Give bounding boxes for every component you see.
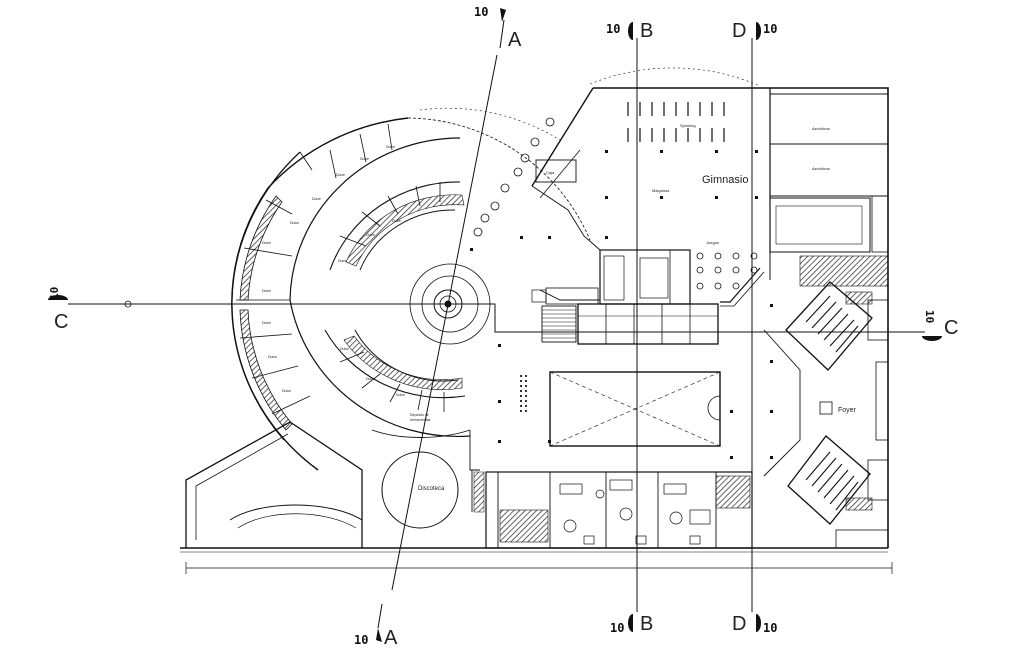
section-marker-d-bottom: D 10: [732, 613, 777, 635]
section-b-bottom-letter: B: [640, 613, 653, 635]
svg-text:Dulce: Dulce: [338, 259, 347, 263]
south-offices: [180, 470, 893, 574]
room-label-aerobicos-1: Aeróbicos: [812, 126, 830, 131]
section-arrow-icon: [628, 22, 633, 40]
section-d-bottom-letter: D: [732, 613, 746, 635]
circular-wing: [185, 107, 591, 548]
svg-text:Dulce: Dulce: [366, 233, 375, 237]
room-label-caja: Caja: [546, 170, 555, 175]
section-line-a: [391, 54, 498, 591]
section-d-top-number: 10: [763, 22, 777, 36]
svg-text:Dulce: Dulce: [268, 355, 277, 359]
section-b-top-number: 10: [606, 22, 620, 36]
section-line-c: [68, 303, 925, 333]
section-marker-b-bottom: 10 B: [610, 613, 653, 635]
room-label-maquinas: Máquinas: [652, 188, 669, 193]
service-strip: [520, 249, 721, 447]
section-marker-c-left: 10 C: [48, 287, 68, 333]
section-d-top-letter: D: [732, 20, 746, 42]
section-marker-a-bottom: 10 A: [354, 603, 398, 649]
section-arrow-icon: [756, 22, 761, 40]
gym-block: [124, 67, 889, 548]
section-c-right-letter: C: [944, 317, 958, 339]
room-label-spinning: Spinning: [680, 123, 696, 128]
foyer-block: [763, 195, 889, 549]
section-arrow-icon: [500, 8, 506, 22]
section-b-bottom-number: 10: [610, 621, 624, 635]
section-a-top-number: 10: [474, 5, 488, 19]
section-c-right-number: 10: [923, 310, 936, 323]
svg-text:Dulce: Dulce: [262, 321, 271, 325]
section-arrow-icon: [376, 628, 382, 642]
section-d-bottom-number: 10: [763, 621, 777, 635]
svg-text:Dulce: Dulce: [312, 197, 321, 201]
section-arrow-icon: [48, 295, 68, 300]
svg-text:Dulce: Dulce: [336, 173, 345, 177]
section-marker-a-top: 10 A: [474, 5, 522, 51]
svg-text:Dulce: Dulce: [340, 347, 349, 351]
svg-text:Dulce: Dulce: [262, 289, 271, 293]
section-a-top-letter: A: [508, 29, 522, 51]
svg-text:Dulce: Dulce: [386, 145, 395, 149]
svg-text:Dulce: Dulce: [392, 219, 401, 223]
section-a-bottom-letter: A: [384, 627, 398, 649]
section-marker-c-right: 10 C: [922, 310, 958, 341]
section-b-top-letter: B: [640, 20, 653, 42]
svg-text:Dulce: Dulce: [262, 241, 271, 245]
svg-text:Dulce: Dulce: [360, 157, 369, 161]
svg-text:Dulce: Dulce: [366, 377, 375, 381]
room-label-juegos: Juegos: [706, 240, 719, 245]
room-label-discoteca: Discoteca: [418, 486, 445, 492]
section-lines: [68, 38, 925, 612]
svg-text:Depósito de: Depósito de: [410, 413, 429, 417]
section-marker-b-top: 10 B: [606, 20, 653, 42]
section-c-left-letter: C: [54, 311, 68, 333]
svg-text:Dulce: Dulce: [396, 393, 405, 397]
section-arrow-icon: [628, 614, 633, 632]
section-a-bottom-number: 10: [354, 633, 368, 647]
room-label-aerobicos-2: Aeróbicos: [812, 166, 830, 171]
section-arrow-icon: [756, 614, 761, 632]
svg-text:Dulce: Dulce: [290, 221, 299, 225]
section-arrow-icon: [922, 336, 942, 341]
room-label-foyer: Foyer: [838, 407, 857, 414]
room-label-gimnasio: Gimnasio: [702, 174, 748, 186]
svg-text:herramientas: herramientas: [410, 418, 431, 422]
section-marker-d-top: D 10: [732, 20, 777, 42]
svg-text:Dulce: Dulce: [282, 389, 291, 393]
